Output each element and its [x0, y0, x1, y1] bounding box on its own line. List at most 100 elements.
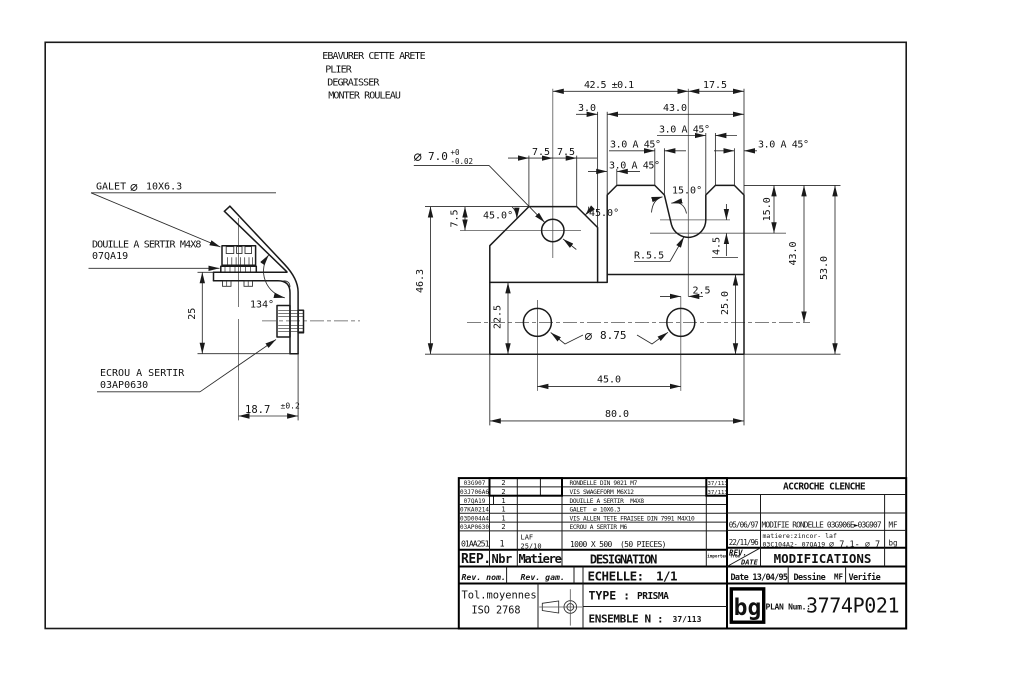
tol-18-7-label: ±0.2: [281, 402, 300, 411]
dia875-leader-right: [636, 331, 669, 345]
pt-nbr: 1: [501, 497, 505, 505]
dim-7-5-label: 7.5: [557, 147, 575, 158]
flap-end-cap: [223, 205, 231, 213]
pt-header-nbr: Nbr: [492, 552, 512, 566]
note-line: MONTER ROULEAU: [328, 91, 401, 102]
dia-symbol: ∅: [585, 330, 593, 345]
pt-designation-stock: 1000 X 500 (50 PIECES): [570, 540, 666, 549]
title-block-outline: [457, 477, 908, 630]
galet-size-label: 10X6.3: [146, 182, 182, 193]
pt-header-rep: REP.: [461, 552, 491, 567]
hole-8-75-left: [522, 307, 553, 338]
dim-45-0-label: 45.0: [597, 375, 621, 386]
side-view: 134° 25 18.7 ±0.2 GALET ∅ 10X6.3 DOUILLE…: [88, 181, 360, 421]
dim-80-0-label: 80.0: [605, 409, 629, 420]
drawing-title: ACCROCHE CLENCHE: [783, 482, 866, 493]
pt-rep: 03G907: [464, 480, 486, 487]
angle-15-arc-left: [651, 196, 663, 213]
mod1-initials: MF: [889, 520, 899, 529]
pt-rep: 03D004A4: [460, 515, 489, 522]
douille-label-1: DOUILLE A SERTIR M4X8: [92, 240, 201, 251]
pt-designation: GALET ∅ 10X6.3: [570, 507, 621, 514]
dim-15-0-label: 15.0: [762, 197, 773, 221]
dim-18-7-label: 18.7: [245, 404, 270, 416]
pt-rep: 03AP0630: [460, 524, 489, 531]
front-part-outline: [489, 184, 745, 355]
dim-46-3-label: 46.3: [415, 269, 426, 293]
mod2-line2b: ∅ 7.1- ∅ 7: [829, 540, 880, 550]
note-line: DEGRAISSER: [327, 78, 380, 89]
mod2-line1: matiere:zincor- laf: [763, 532, 837, 540]
dim-7-5-v-label: 7.5: [450, 209, 461, 227]
pt-nbr: 1: [501, 514, 505, 522]
galet-label: GALET: [96, 182, 126, 193]
rev-nom-label: Rev. nom.: [462, 572, 506, 582]
dia-7-0-label: 7.0: [428, 150, 448, 163]
pt-nbr-stock: 1: [499, 540, 504, 550]
modifications-header: MODIFICATIONS: [774, 551, 872, 566]
mod2-date: 22/11/96: [729, 538, 759, 547]
pt-nbr: 2: [501, 523, 505, 531]
mod2-initials: bg: [889, 538, 898, 547]
tol-plus-label: +0: [451, 148, 461, 157]
angle-45-label: 45.0°: [483, 211, 513, 222]
dim-3-0-label: 3.0: [578, 103, 596, 114]
projection-symbol: [539, 589, 582, 626]
chamfer-label: 3.0 A 45°: [758, 140, 809, 151]
douille-collar-rect: [220, 265, 258, 274]
daterow-verifie: Verifie: [849, 572, 881, 583]
note-line: PLIER: [325, 65, 352, 76]
dim-4-5-label: 4.5: [712, 237, 723, 255]
dim-22-5-label: 22.5: [493, 305, 504, 329]
front-view: 42.5 ±0.1 17.5 3.0 43.0 3.0 A 45° 3.0 A …: [414, 80, 841, 426]
pt-nbr: 2: [501, 479, 505, 487]
angle-134-label: 134°: [250, 300, 274, 311]
pt-header-matiere: Matiere: [519, 552, 562, 566]
pt-header-designation: DESIGNATION: [590, 552, 657, 566]
angle-15-arc-right: [671, 198, 687, 214]
angle-134-arc: [260, 254, 285, 299]
pt-rows12-frame: [488, 477, 563, 497]
daterow-date: Date 13/04/95: [731, 573, 788, 583]
galet-notch: [225, 246, 235, 254]
mod1-date: 05/06/97: [729, 520, 758, 529]
pt-matiere-1: LAF: [521, 534, 534, 542]
galet-leader: [90, 192, 221, 248]
dia-8-75-label: 8.75: [600, 329, 627, 342]
pt-ref: 37/113: [708, 490, 728, 496]
rev-date-diagonal: [726, 547, 761, 567]
bg-logo-text: bg: [734, 595, 762, 621]
tol-minus-label: -0.02: [451, 157, 474, 166]
ecrou-label-1: ECROU A SERTIR: [100, 368, 185, 379]
angle-45-arc-right: [584, 205, 595, 216]
mod1-text: MODIFIE RONDELLE 03G906E►03G907: [762, 521, 882, 530]
galet-notch: [244, 246, 252, 254]
tol-line-1: Tol.moyennes: [462, 590, 537, 602]
ecrou-label-2: 03AP0630: [100, 380, 148, 391]
pt-ref-frame: [705, 477, 728, 497]
daterow-dessine-by: MF: [834, 573, 844, 582]
note-line: EBAVURER CETTE ARETE: [322, 51, 425, 62]
pt-matiere-2: 25/10: [521, 543, 542, 551]
pt-nbr: 1: [501, 506, 505, 514]
date-label: DATE: [740, 559, 759, 567]
pt-nbr: 2: [501, 488, 505, 496]
angle-45-arc: [511, 206, 520, 219]
bg-logo-frame: [729, 587, 766, 624]
pt-designation: VIS ALLEN TETE FRAISEE DIN 7991 M4X10: [570, 515, 696, 522]
rev-label: REV.: [729, 549, 747, 558]
galet-notch: [236, 246, 243, 254]
ecrou-body-rect: [276, 304, 291, 338]
daterow-dessine: Dessine: [794, 572, 826, 583]
pt-tiny-note: imported from: [707, 554, 740, 559]
dim-25-label: 25: [187, 308, 198, 320]
rev-gam-label: Rev. gam.: [521, 572, 565, 582]
angle-15-label: 15.0°: [672, 185, 702, 196]
pt-ref: 37/113: [708, 481, 728, 487]
chamfer-label: 3.0 A 45°: [609, 160, 660, 171]
dia7-leader: [488, 165, 546, 223]
ensemble-label: ENSEMBLE N :: [589, 613, 664, 626]
pt-designation: VIS SWAGEFORM M6X12: [570, 489, 635, 496]
pt-designation: RONDELLE DIN 9021 M7: [570, 480, 638, 487]
